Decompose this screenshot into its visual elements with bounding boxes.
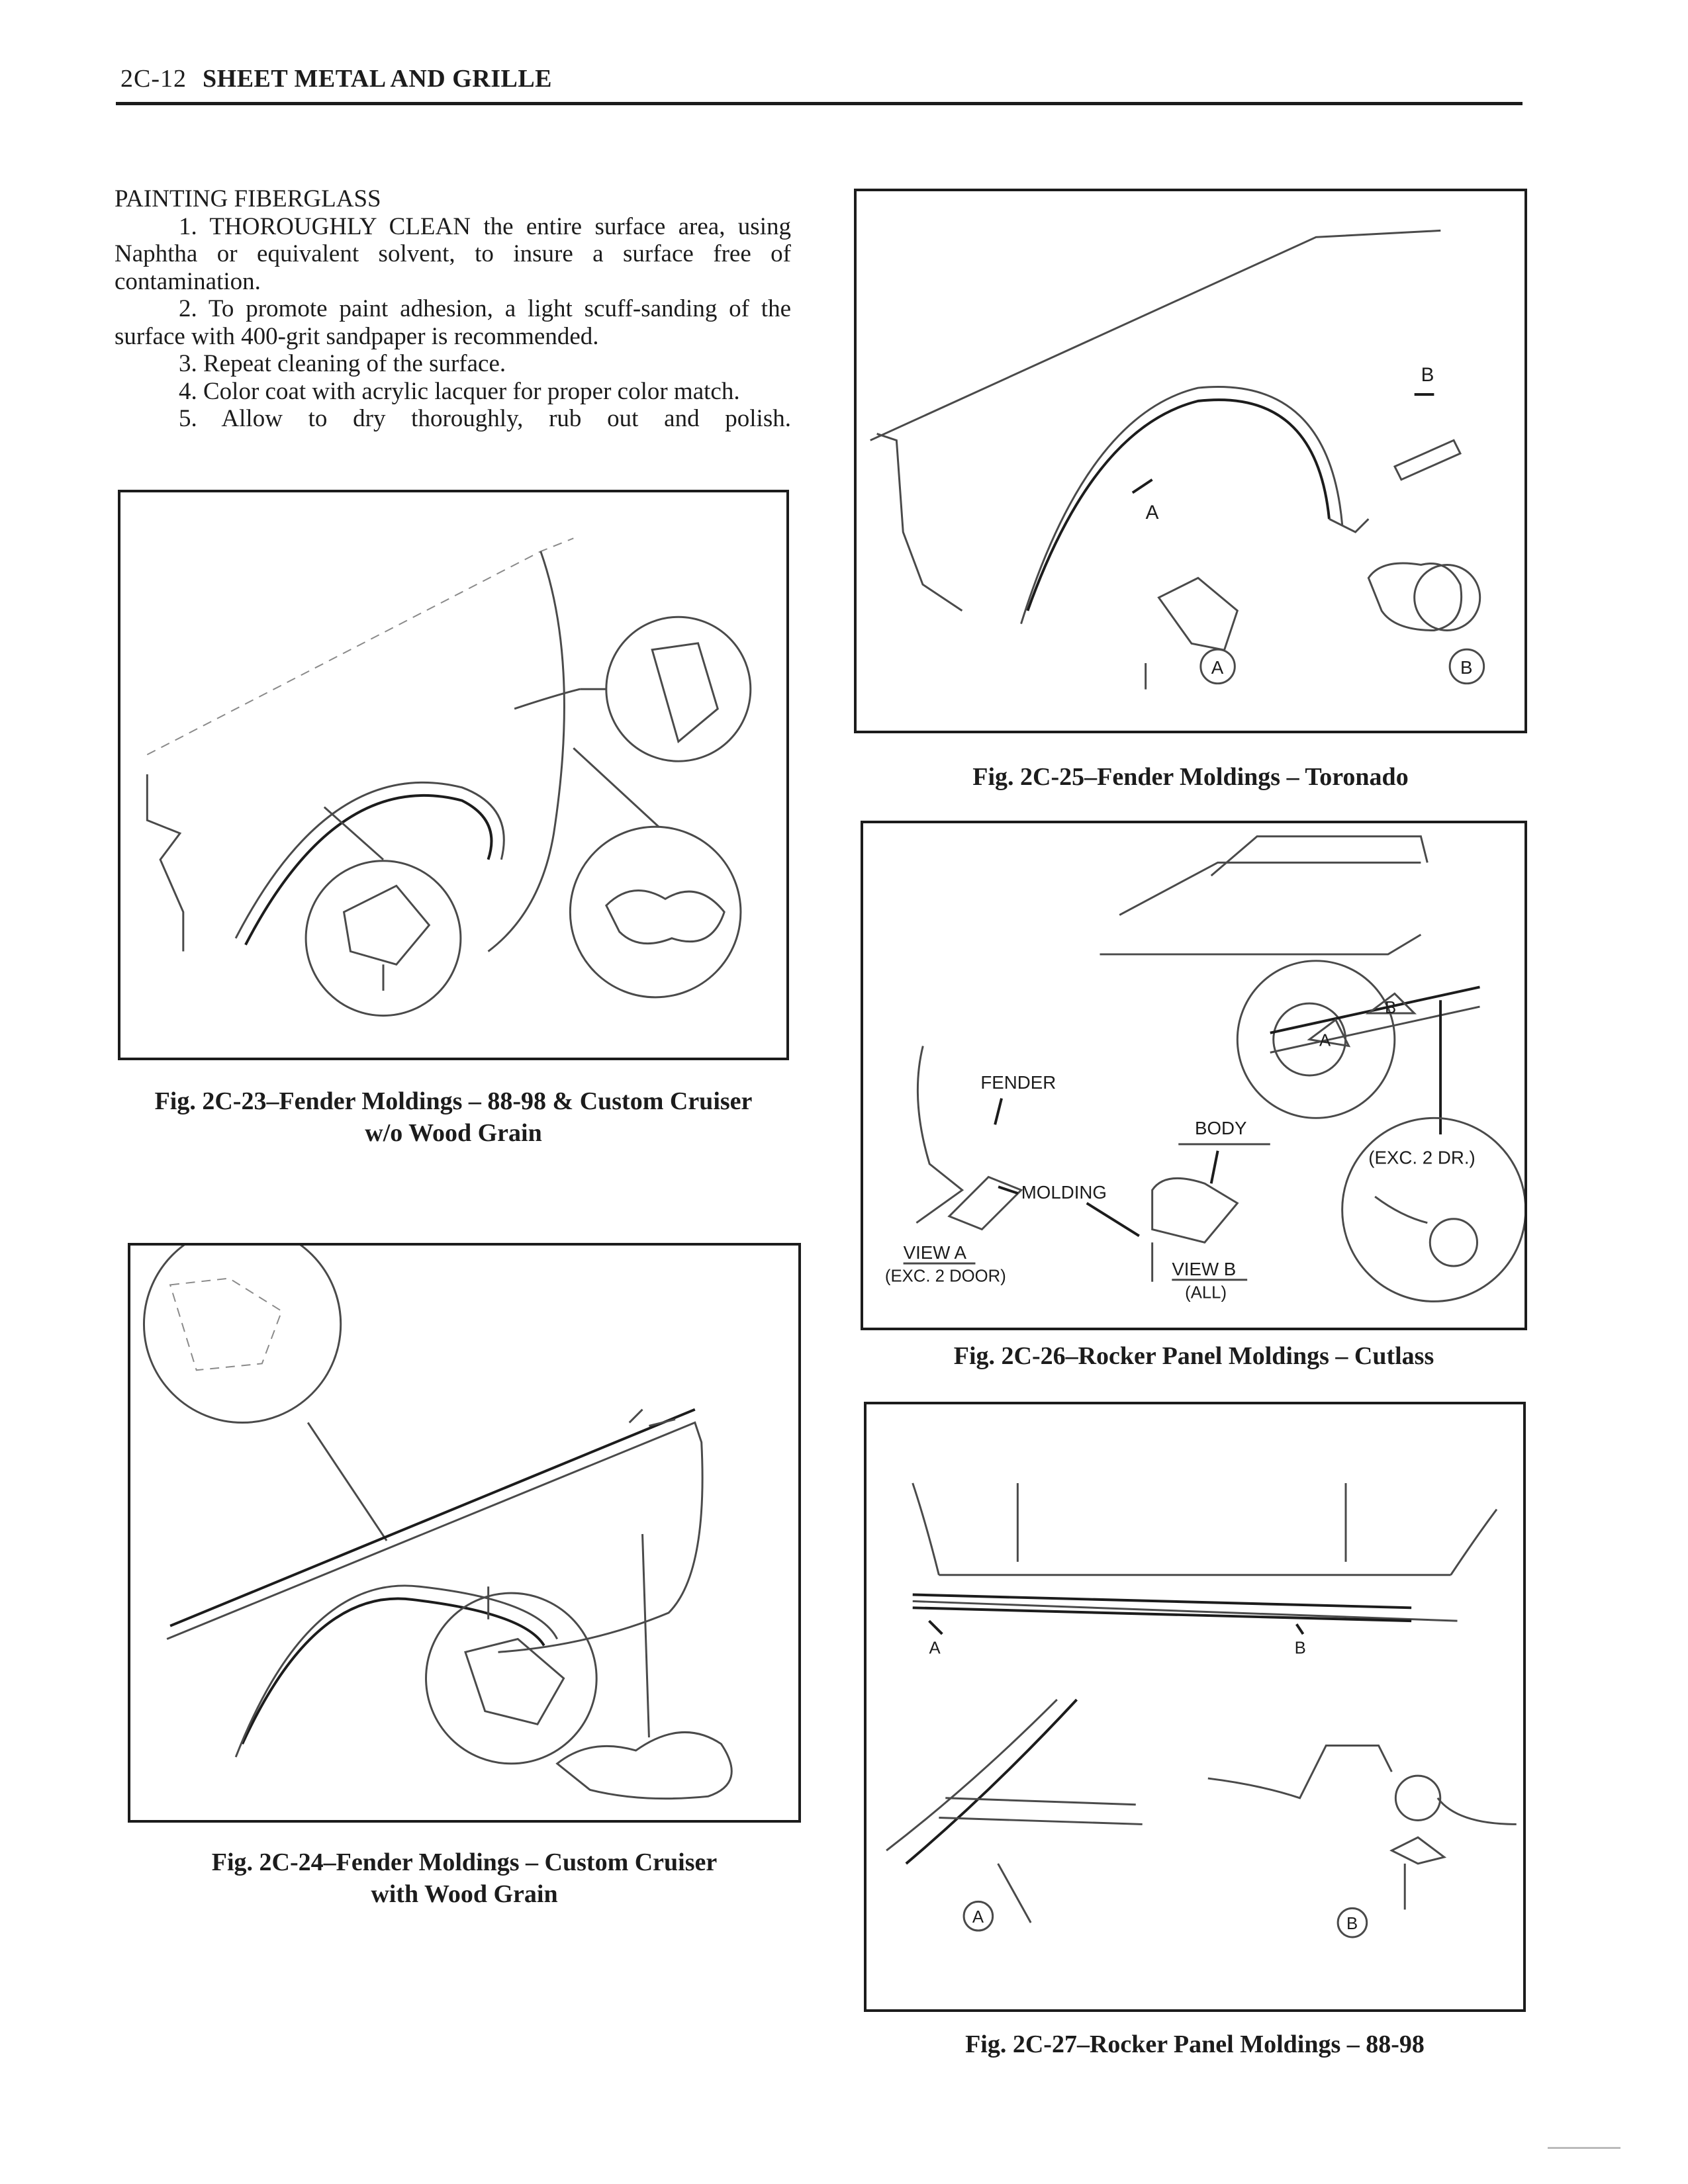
figure-2c-27-illustration: A B A B [864,1402,1526,2012]
header-rule [116,102,1523,105]
section-heading: PAINTING FIBERGLASS [115,185,381,212]
exc-2dr-label: (EXC. 2 DR.) [1368,1148,1476,1168]
88-98-rocker-drawing: A B A B [886,1482,1517,1938]
figure-2c-25-caption: Fig. 2C-25–Fender Moldings – Toronado [972,763,1409,791]
arrow-b-label: B [1385,999,1396,1017]
figure-2c-26-illustration: A B (EXC. 2 DR.) FENDER MOLDING BODY VIE… [861,821,1527,1330]
callout-a-label: A [1211,657,1224,678]
molding-label: MOLDING [1021,1182,1107,1203]
toronado-fender-drawing: A B A B [870,229,1485,690]
fender-label: FENDER [980,1072,1056,1093]
figure-2c-23-caption: Fig. 2C-23–Fender Moldings – 88-98 & Cus… [118,1085,789,1149]
figure-2c-24-illustration [128,1243,801,1823]
step-4: 4. Color coat with acrylic lacquer for p… [179,377,740,405]
figure-2c-27-caption: Fig. 2C-27–Rocker Panel Moldings – 88-98 [965,2030,1425,2058]
caption-line-1: Fig. 2C-24–Fender Moldings – Custom Crui… [211,1848,718,1876]
view-a-sublabel: (EXC. 2 DOOR) [885,1267,1006,1286]
callout-b-label: B [1460,657,1473,678]
fender-moldings-drawing [146,537,752,1017]
arrow-b-label: B [1295,1639,1306,1658]
step-2: 2. To promote paint adhesion, a light sc… [115,295,791,350]
figure-2c-24-caption: Fig. 2C-24–Fender Moldings – Custom Crui… [128,1846,801,1910]
figure-2c-25-illustration: A B A B [854,189,1527,733]
view-b-sublabel: (ALL) [1185,1283,1227,1302]
step-5: 5. Allow to dry thoroughly, rub out and … [179,405,791,432]
figure-2c-26-caption: Fig. 2C-26–Rocker Panel Moldings – Cutla… [953,1342,1434,1370]
wood-grain-fender-drawing [143,1246,733,1800]
page-corner-mark [1548,2147,1620,2149]
caption-line-2: w/o Wood Grain [365,1119,542,1147]
step-1: 1. THOROUGHLY CLEAN the entire surface a… [115,212,791,295]
arrow-a-label: A [1146,502,1159,523]
section-title: SHEET METAL AND GRILLE [203,65,553,93]
cutlass-rocker-drawing: A B (EXC. 2 DR.) FENDER MOLDING BODY VIE… [885,835,1524,1302]
step-3: 3. Repeat cleaning of the surface. [179,350,506,377]
callout-a-label: A [972,1908,984,1927]
painting-fiberglass-section: PAINTING FIBERGLASS 1. THOROUGHLY CLEAN … [115,185,791,433]
page-number: 2C-12 [120,65,187,93]
arrow-a-label: A [929,1639,941,1658]
view-b-label: VIEW B [1172,1259,1236,1279]
caption-line-1: Fig. 2C-23–Fender Moldings – 88-98 & Cus… [154,1087,753,1115]
body-label: BODY [1195,1118,1246,1138]
caption-line-2: with Wood Grain [371,1880,558,1908]
figure-2c-23-illustration [118,490,789,1060]
view-a-label: VIEW A [904,1242,967,1263]
arrow-a-label: A [1319,1031,1331,1050]
callout-b-label: B [1346,1915,1358,1933]
arrow-b-label: B [1421,364,1434,386]
